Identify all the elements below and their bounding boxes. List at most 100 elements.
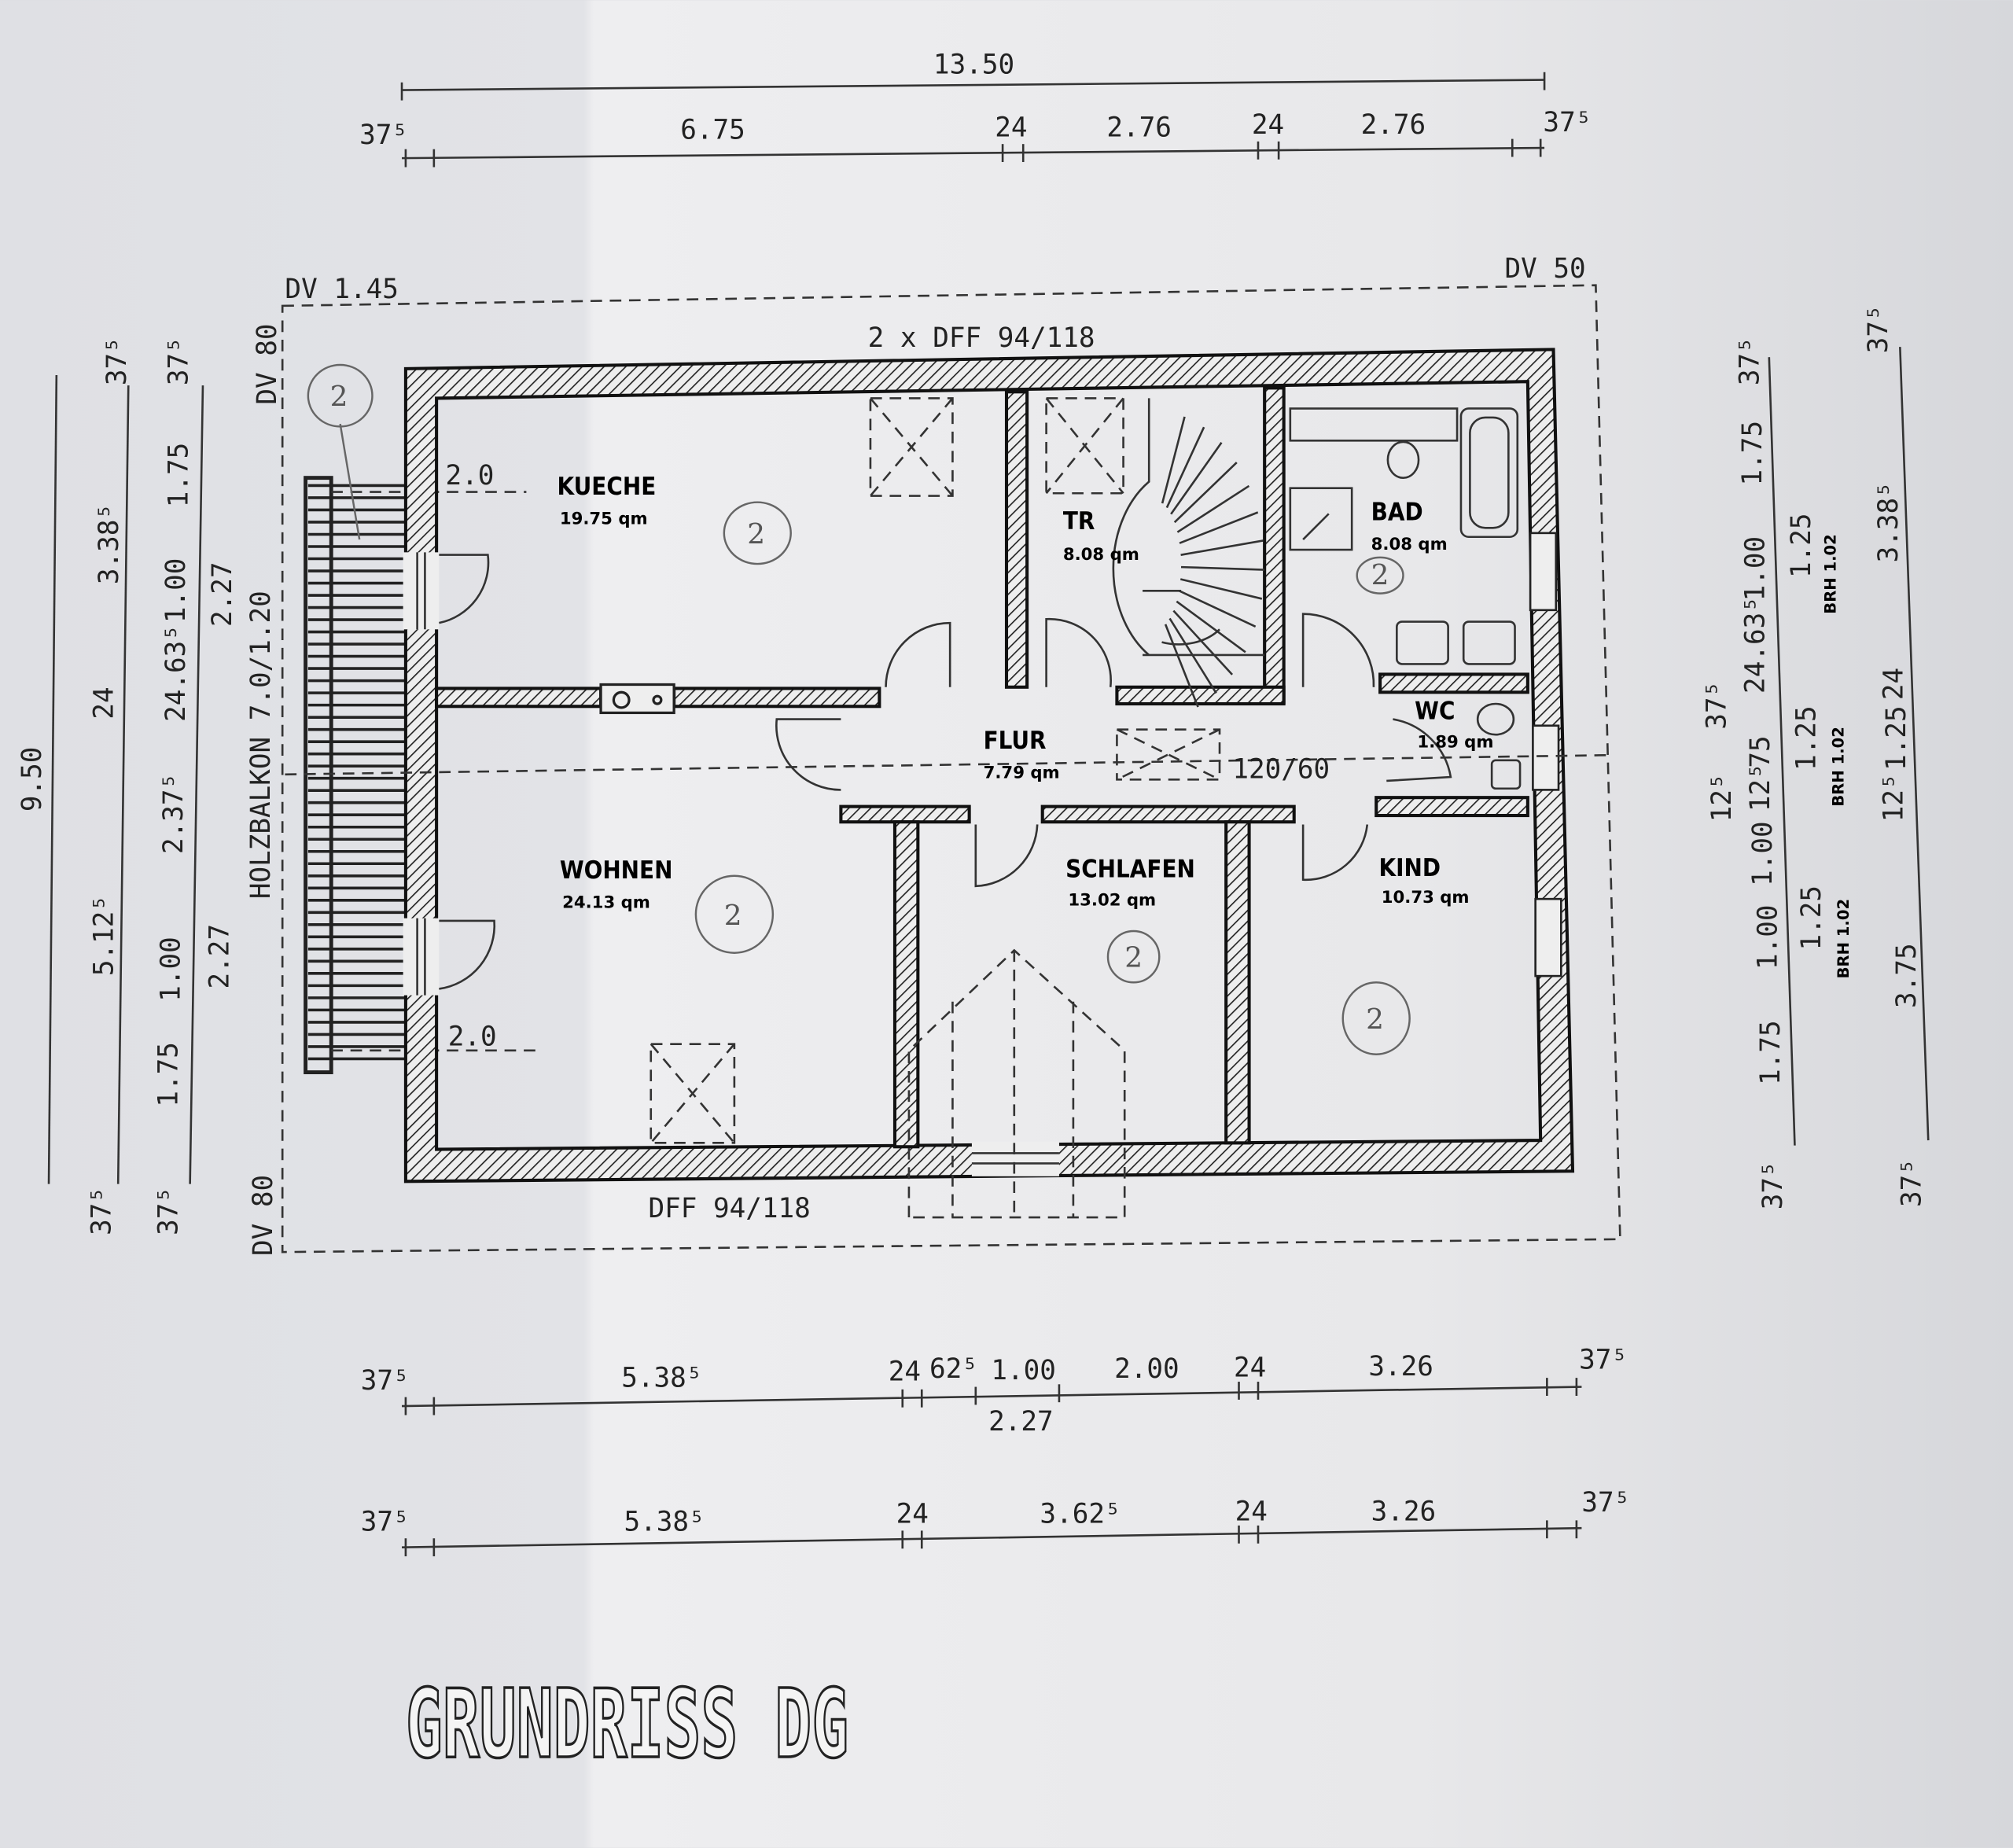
label-dv-left-top: DV 80 [252, 323, 283, 404]
dim-bottom2-1: 5.38⁵ [624, 1506, 705, 1537]
roof-outline [281, 284, 1621, 1253]
dim-top-3: 2.76 [1106, 112, 1172, 143]
dim-left2-1: 3.38⁵ [94, 503, 125, 584]
stair-tread [1180, 539, 1264, 556]
stair-tread [1173, 462, 1238, 524]
dim-bottom1-4: 1.00 [991, 1355, 1056, 1386]
stair-tread [1179, 511, 1259, 544]
dim-left-total: 9.50 [17, 747, 48, 812]
balcony: 2.0 2.0 HOLZBALKON 7.0/1.20 [245, 460, 537, 1075]
room-area-bad: 8.08 qm [1371, 535, 1448, 554]
dim-left2-4: 37⁵ [86, 1187, 117, 1235]
right-dimensions: 37⁵ 1.75 1.00 24.63⁵ 37⁵ 75 12⁵ 12⁵ 1.00… [1701, 304, 1930, 1209]
dim-right1-3: 24.63⁵ [1739, 596, 1771, 694]
dim-bottom2-4: 24 [1235, 1496, 1268, 1527]
handwritten-mark: 2 [1371, 559, 1389, 591]
dim-right1-1: 1.75 [1737, 421, 1768, 486]
dim-right1-8: 1.00 [1747, 821, 1779, 886]
drawing-title: GRUNDRISS DG [406, 1669, 848, 1780]
room-labels: KUECHE 19.75 qm TR 8.08 qm BAD 8.08 qm W… [558, 473, 1494, 913]
dim-left3-0: 37⁵ [163, 337, 194, 385]
dim-left2-2: 24 [89, 687, 120, 719]
stair-tread [1179, 578, 1263, 600]
dim-right-window-1-width: 1.25 [1791, 705, 1823, 771]
left-dimensions: 9.50 37⁵ 3.38⁵ 24 5.12⁵ 37⁵ 37⁵ 1.75 1.0… [17, 337, 238, 1235]
dim-bottom1-8: 37⁵ [1579, 1345, 1628, 1376]
dim-bottom2-6: 37⁵ [1581, 1487, 1630, 1519]
room-area-schlafen: 13.02 qm [1068, 890, 1156, 910]
label-skylight-bottom: DFF 94/118 [648, 1193, 810, 1224]
label-dv-left-bottom: DV 80 [248, 1175, 279, 1256]
dim-right1-9: 1.00 [1753, 904, 1784, 970]
label-dv-top-right: DV 50 [1504, 253, 1585, 285]
dim-bottom1-0: 37⁵ [361, 1365, 410, 1397]
dim-top-0: 37⁵ [359, 120, 408, 151]
dim-left3-6: 1.75 [153, 1042, 184, 1107]
dim-left2-0: 37⁵ [101, 337, 133, 385]
room-area-kueche: 19.75 qm [560, 509, 648, 528]
dim-right2-1: 3.38⁵ [1873, 481, 1904, 562]
room-name-schlafen: SCHLAFEN [1065, 855, 1195, 883]
stair-tread [1161, 416, 1186, 504]
label-balcony-top-depth: 2.0 [446, 460, 495, 491]
dim-bottom2-3: 3.62⁵ [1040, 1499, 1121, 1530]
room-name-flur: FLUR [984, 727, 1047, 755]
handwritten-mark: 2 [724, 900, 742, 932]
dim-right1-10: 1.75 [1755, 1020, 1787, 1085]
stair-tread [1164, 624, 1199, 708]
handwritten-mark: 2 [747, 518, 765, 550]
dim-left3-3: 24.63⁵ [160, 624, 192, 722]
dim-right-window-0-brh: BRH 1.02 [1822, 534, 1840, 614]
dim-bottom1-5: 2.00 [1114, 1353, 1179, 1385]
dim-top-6: 37⁵ [1543, 107, 1592, 138]
dim-top-2: 24 [995, 112, 1027, 143]
room-area-wohnen: 24.13 qm [562, 893, 650, 913]
room-name-wohnen: WOHNEN [560, 856, 673, 885]
room-name-kind: KIND [1378, 854, 1441, 882]
dim-bottom1-3: 62⁵ [929, 1353, 978, 1385]
stair-tread [1176, 484, 1250, 533]
dim-bottom2-5: 3.26 [1371, 1496, 1437, 1527]
dim-right2-6: 37⁵ [1896, 1158, 1927, 1207]
dim-left3-1: 1.75 [163, 443, 194, 508]
dim-right-window-2-width: 1.25 [1796, 885, 1827, 951]
dim-bottom1-1: 5.38⁵ [621, 1363, 702, 1394]
dim-right1-0: 37⁵ [1735, 337, 1766, 385]
top-dimensions: 13.50 37⁵ 6.75 24 2.76 24 2.76 37⁵ [359, 49, 1592, 167]
handwritten-mark: 2 [1124, 942, 1143, 974]
bathroom-fixtures [1289, 407, 1522, 790]
dim-top-5: 2.76 [1361, 109, 1426, 141]
label-dv-top-left: DV 1.45 [285, 274, 398, 305]
handwritten-mark: 2 [1366, 1003, 1384, 1036]
dim-right2-0: 37⁵ [1863, 304, 1894, 353]
dim-left2-3: 5.12⁵ [89, 895, 120, 976]
dim-left3-2: 1.00 [160, 558, 192, 624]
room-name-tr: TR [1063, 507, 1095, 536]
stair-tread [1180, 565, 1265, 571]
dim-left3-5: 1.00 [156, 937, 187, 1002]
dim-right2-3: 1.25 [1881, 705, 1912, 771]
dim-bottom2-0: 37⁵ [361, 1506, 410, 1537]
handwritten-mark: 2 [330, 381, 348, 413]
stair-tread [1176, 600, 1246, 653]
dim-right2-5: 3.75 [1891, 943, 1923, 1008]
stair-tread [1170, 442, 1223, 515]
stair-tread [1165, 426, 1205, 509]
room-name-bad: BAD [1371, 499, 1423, 527]
room-area-flur: 7.79 qm [984, 764, 1060, 783]
dim-top-total: 13.50 [933, 49, 1014, 80]
label-balcony-bottom-depth: 2.0 [448, 1021, 497, 1052]
dim-right1-11: 37⁵ [1757, 1161, 1789, 1209]
dim-right-window-1-brh: BRH 1.02 [1829, 727, 1847, 807]
room-area-tr: 8.08 qm [1063, 545, 1139, 565]
room-name-wc: WC [1415, 698, 1455, 726]
dim-bottom1-7: 3.26 [1368, 1351, 1433, 1382]
doors [439, 554, 1452, 990]
dim-top-4: 24 [1252, 109, 1284, 141]
dim-right-window-2-brh: BRH 1.02 [1835, 899, 1853, 979]
dim-left3-opening-0: 2.27 [207, 562, 238, 628]
bottom-dimensions: 37⁵ 5.38⁵ 24 62⁵ 1.00 2.00 24 3.26 37⁵ 2… [361, 1345, 1630, 1557]
label-skylights-top: 2 x DFF 94/118 [868, 322, 1095, 354]
stair-tread [1178, 590, 1257, 628]
staircase [1112, 398, 1265, 708]
